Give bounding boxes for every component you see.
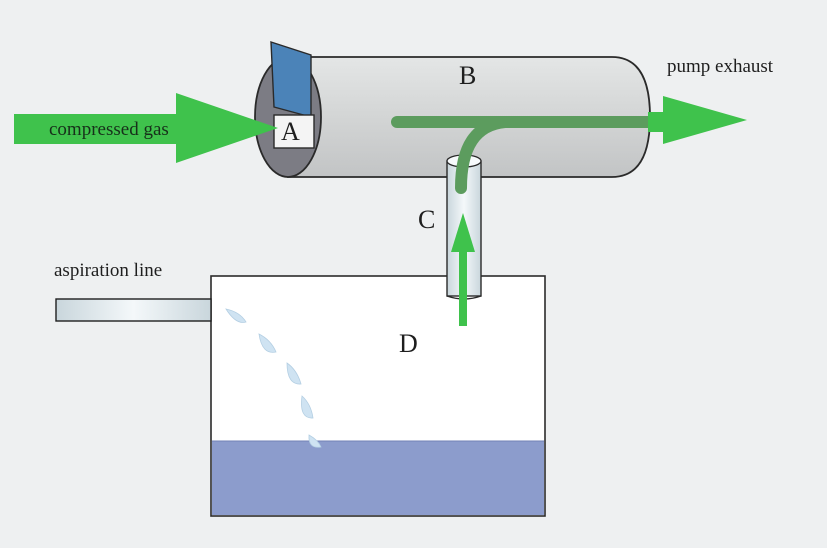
compressed-gas-arrow: [14, 93, 278, 163]
label-d: D: [399, 329, 418, 358]
droplet: [286, 362, 302, 385]
suction-flow-arrow: [451, 213, 475, 326]
droplet: [301, 395, 314, 419]
aspiration-line-tube: [55, 298, 212, 322]
droplet: [258, 333, 277, 353]
droplet: [225, 308, 247, 323]
label-b: B: [459, 61, 476, 90]
droplet: [308, 434, 322, 448]
valve-blue-block: [270, 41, 312, 118]
label-compressed-gas: compressed gas: [49, 119, 169, 140]
label-a: A: [281, 117, 300, 146]
label-aspiration-line: aspiration line: [54, 260, 162, 281]
pump-exhaust-arrow: [648, 96, 747, 144]
falling-droplets: [225, 308, 322, 448]
collected-liquid: [212, 441, 544, 515]
label-c: C: [418, 205, 435, 234]
valve-a: [270, 41, 315, 149]
label-pump-exhaust: pump exhaust: [667, 56, 774, 77]
venturi-branch: [455, 116, 511, 194]
inlet-a-box: [273, 114, 315, 149]
reservoir-d: [210, 275, 546, 517]
